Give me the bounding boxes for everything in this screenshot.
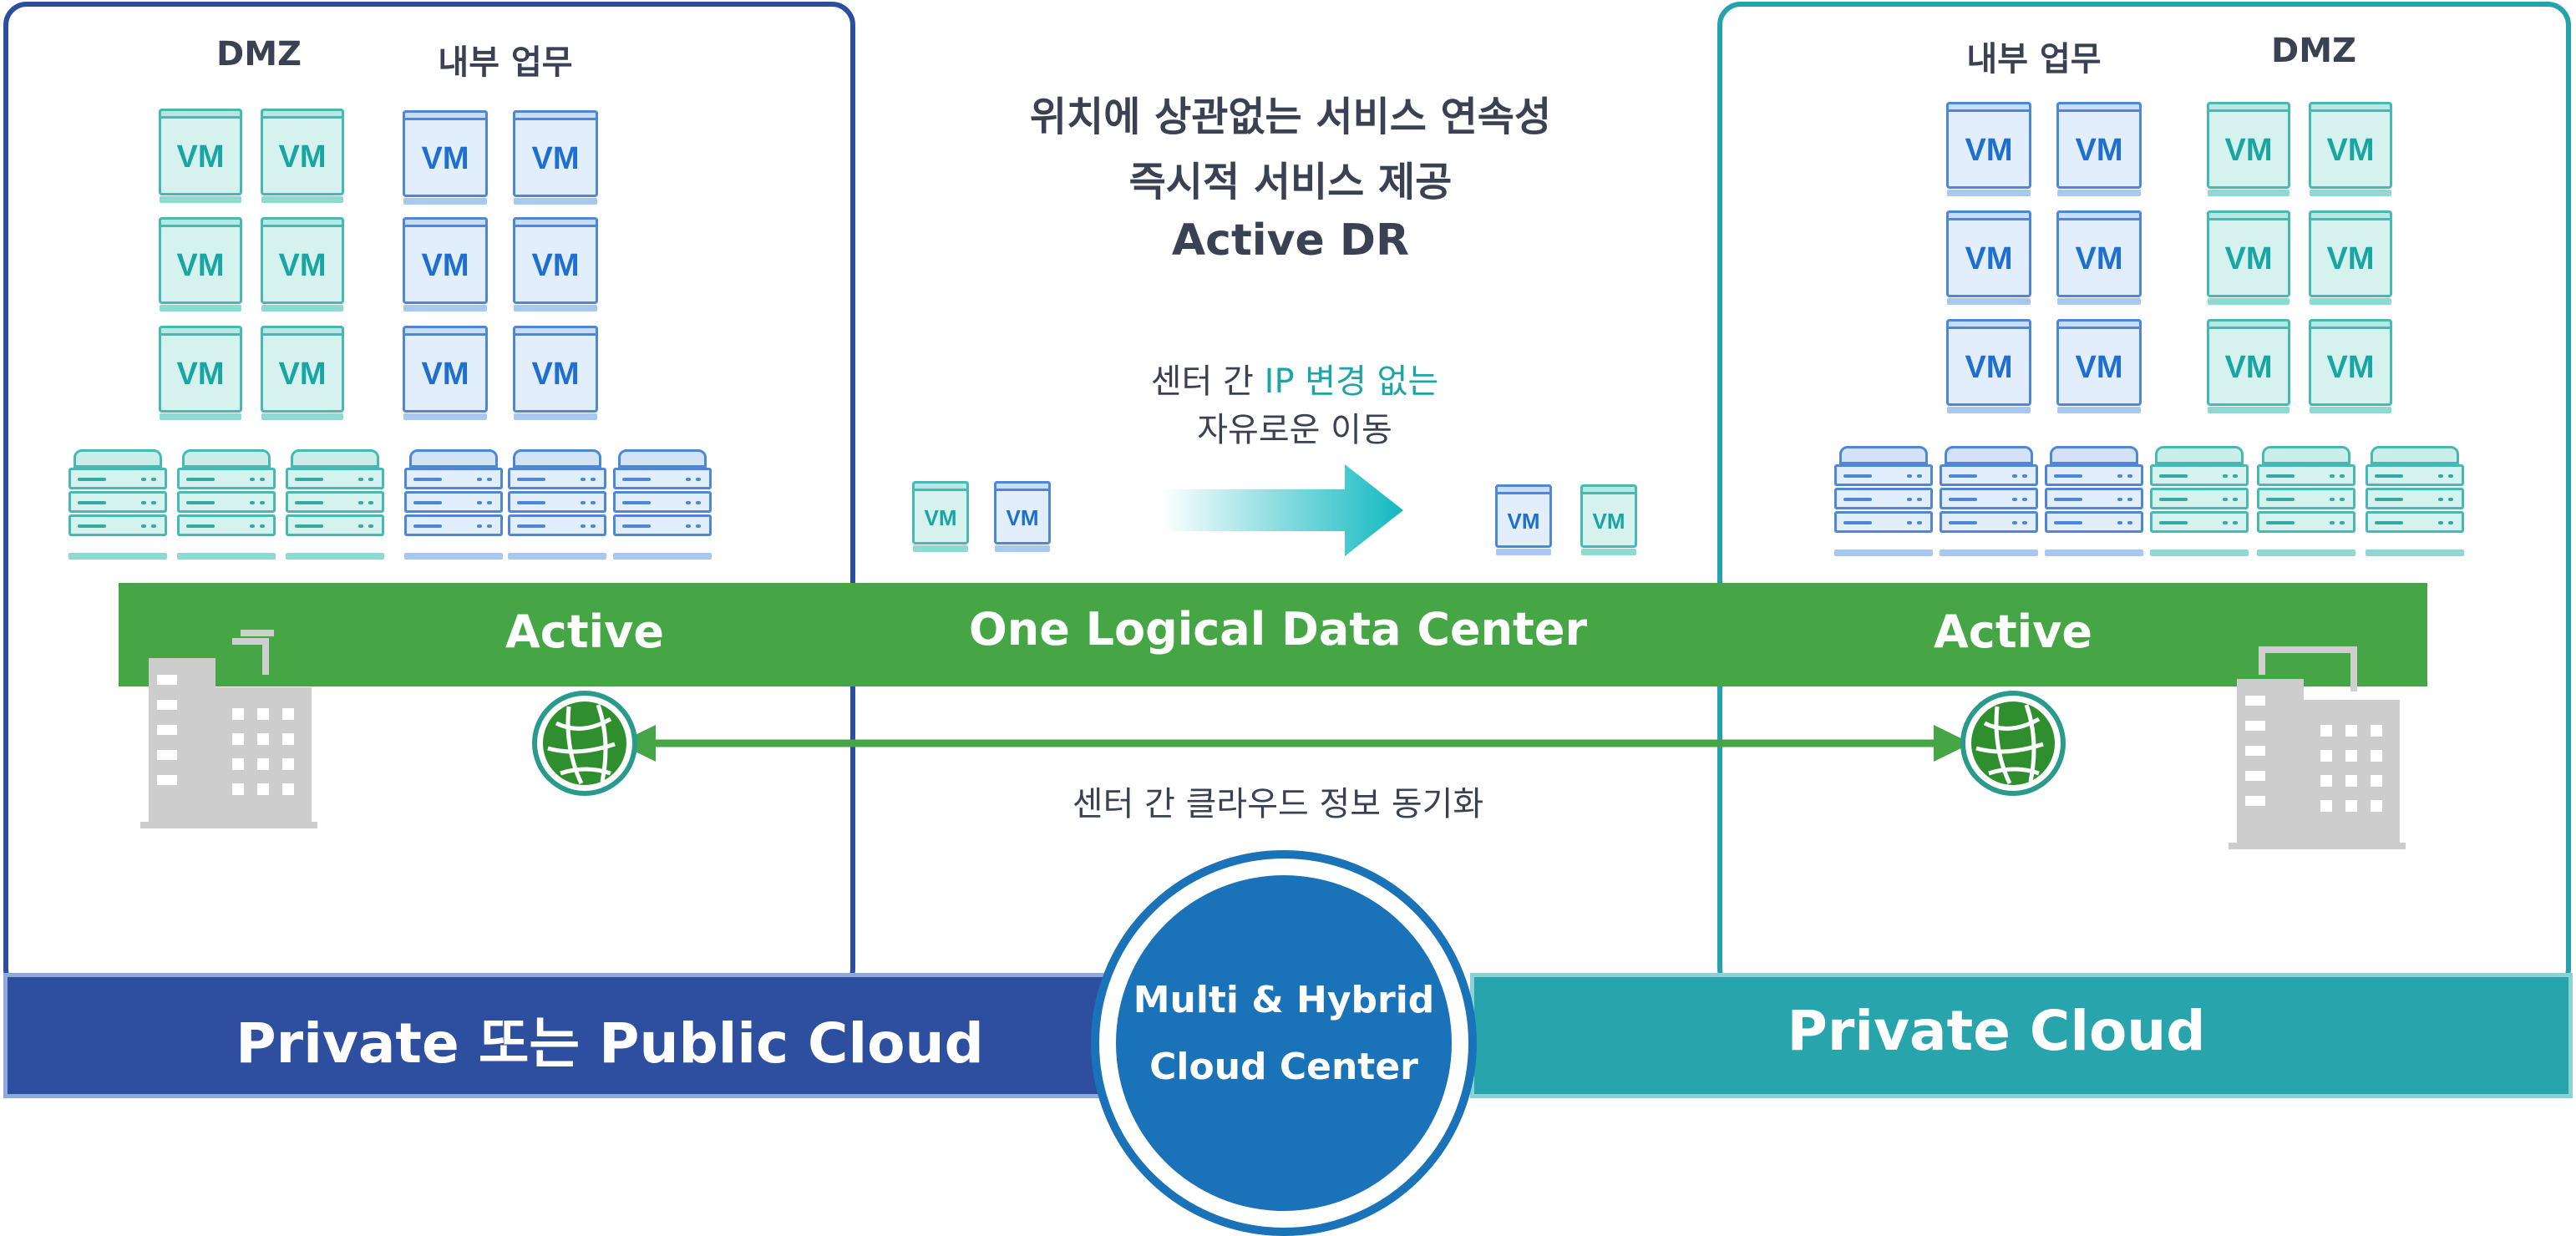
left-internal-label: 내부 업무 xyxy=(438,43,573,82)
vm-icon: VM xyxy=(2309,319,2392,413)
vm-icon: VM xyxy=(2056,102,2142,196)
vm-icon: VM xyxy=(159,217,242,312)
server-icon xyxy=(1834,446,1933,556)
move-arrow-icon xyxy=(1161,464,1403,556)
server-icon xyxy=(68,449,167,560)
move-text-line1: 센터 간 IP 변경 없는 xyxy=(986,354,1604,403)
sync-arrow-icon xyxy=(618,725,1971,762)
vm-icon: VM xyxy=(2207,319,2290,413)
vm-icon: VM xyxy=(403,217,488,312)
server-icon xyxy=(2366,446,2464,556)
vm-icon: VM xyxy=(159,109,242,203)
vm-icon: VM xyxy=(513,326,598,420)
vm-icon: VM xyxy=(912,481,969,552)
left-dmz-label: DMZ xyxy=(216,35,302,73)
center-title-line3: Active DR xyxy=(1171,215,1410,266)
vm-icon: VM xyxy=(2056,210,2142,305)
vm-icon: VM xyxy=(2056,319,2142,413)
vm-icon: VM xyxy=(994,481,1051,552)
vm-icon: VM xyxy=(1495,484,1552,555)
vm-icon: VM xyxy=(513,110,598,205)
vm-icon: VM xyxy=(2309,210,2392,305)
vm-icon: VM xyxy=(513,217,598,312)
move-highlight: IP 변경 없는 xyxy=(1264,362,1439,401)
vm-icon: VM xyxy=(2207,210,2290,305)
vm-icon: VM xyxy=(403,326,488,420)
server-icon xyxy=(2257,446,2355,556)
left-cloud-label: Private 또는 Public Cloud xyxy=(236,1011,984,1076)
left-cloud-band xyxy=(3,973,1114,1098)
server-icon xyxy=(508,449,606,560)
right-active-label: Active xyxy=(1934,605,2092,658)
sync-label: 센터 간 클라우드 정보 동기화 xyxy=(1072,785,1484,823)
server-icon xyxy=(286,449,384,560)
server-icon xyxy=(2045,446,2143,556)
hub-circle xyxy=(1116,875,1452,1211)
vm-icon: VM xyxy=(261,217,344,312)
logical-datacenter-bar xyxy=(119,583,2427,686)
vm-icon: VM xyxy=(2207,102,2290,196)
vm-icon: VM xyxy=(159,326,242,420)
building-icon xyxy=(2229,646,2406,849)
vm-icon: VM xyxy=(1946,210,2031,305)
vm-icon: VM xyxy=(261,326,344,420)
server-icon xyxy=(2150,446,2249,556)
hub-label-line1: Multi & Hybrid xyxy=(1133,979,1435,1021)
vm-icon: VM xyxy=(261,109,344,203)
move-text-line2: 자유로운 이동 xyxy=(1197,411,1392,449)
server-icon xyxy=(177,449,276,560)
vm-icon: VM xyxy=(1580,484,1637,555)
vm-icon: VM xyxy=(2309,102,2392,196)
globe-icon xyxy=(532,691,637,796)
vm-icon: VM xyxy=(1946,102,2031,196)
server-icon xyxy=(613,449,712,560)
building-icon xyxy=(140,630,317,828)
server-icon xyxy=(1940,446,2038,556)
center-title-line1: 위치에 상관없는 서비스 연속성 xyxy=(1029,94,1552,140)
right-cloud-band xyxy=(1470,973,2573,1098)
center-title-line2: 즉시적 서비스 제공 xyxy=(1128,159,1453,205)
vm-icon: VM xyxy=(403,110,488,205)
right-internal-label: 내부 업무 xyxy=(1966,40,2102,79)
hub-label-line2: Cloud Center xyxy=(1149,1046,1418,1088)
right-dmz-label: DMZ xyxy=(2270,32,2356,70)
globe-icon xyxy=(1960,691,2066,796)
right-cloud-label: Private Cloud xyxy=(1787,999,2206,1063)
vm-icon: VM xyxy=(1946,319,2031,413)
server-icon xyxy=(404,449,503,560)
bar-label: One Logical Data Center xyxy=(968,603,1588,656)
left-active-label: Active xyxy=(505,605,664,658)
move-prefix: 센터 간 xyxy=(1150,362,1265,401)
